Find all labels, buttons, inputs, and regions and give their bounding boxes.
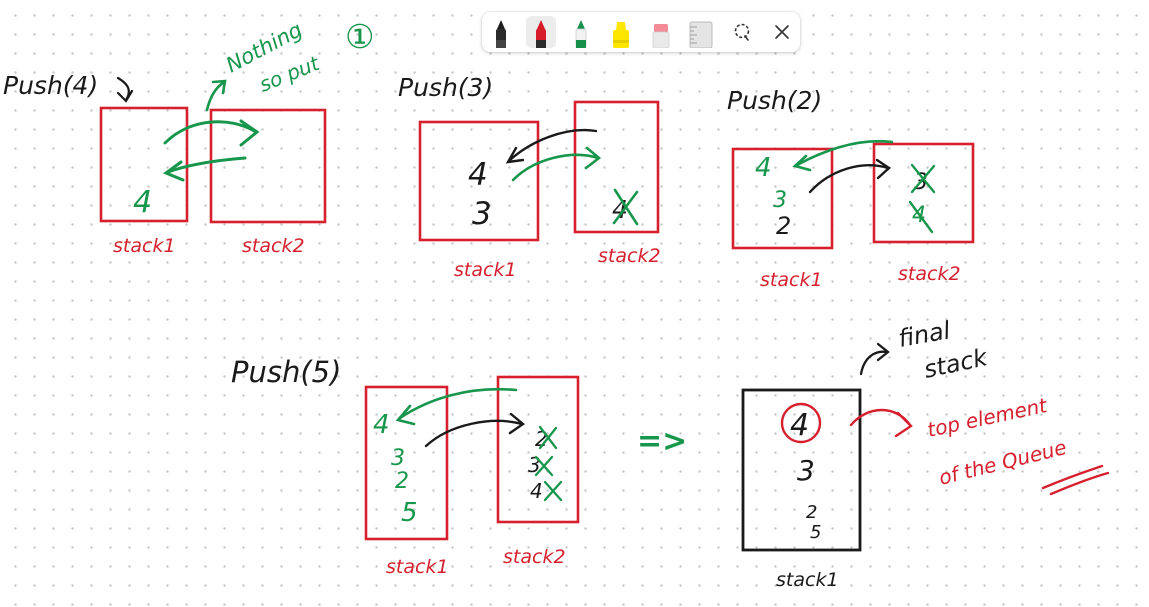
step3-stack1-label: stack1 xyxy=(760,269,823,291)
step1-stack1-label: stack1 xyxy=(113,235,176,257)
step3-stack1-value-0: 4 xyxy=(755,153,772,183)
step2-strike-mark xyxy=(612,188,639,226)
step1-note-mark: ① xyxy=(345,17,375,56)
step4-stack2-value-2: 4 xyxy=(530,479,543,503)
step4-stack2-box xyxy=(496,375,580,524)
highlighter-tool[interactable] xyxy=(606,16,636,48)
step3-stack2-label: stack2 xyxy=(898,263,961,285)
final-note-line2: stack xyxy=(921,343,990,384)
step-push-4: Push(4) 4 Nothing so put ① stack1 stack2 xyxy=(3,17,375,257)
step4-stack1-box xyxy=(364,385,449,541)
step1-stack1-box xyxy=(99,106,189,223)
inking-toolbar xyxy=(482,12,800,52)
step4-result-arrow: => xyxy=(637,424,687,459)
step4-stack1-value-1: 3 xyxy=(391,446,405,471)
step3-strike-marks xyxy=(908,163,936,234)
step-push-2: Push(2) 4 3 2 3 4 stack1 stack2 xyxy=(727,86,975,291)
step2-stack1-box xyxy=(418,120,540,242)
lasso-icon xyxy=(734,23,750,41)
ruler-tool[interactable] xyxy=(686,16,716,48)
step2-arrow-forward xyxy=(511,153,600,182)
step1-heading: Push(4) xyxy=(3,71,98,100)
ruler-icon xyxy=(689,21,713,48)
final-red-note-line2: of the Queue xyxy=(936,435,1068,490)
step3-stack2-box xyxy=(872,142,975,244)
step4-arrow-forward xyxy=(424,419,524,448)
close-toolbar-button[interactable] xyxy=(767,16,797,48)
green-pen-icon xyxy=(575,20,587,48)
step2-stack1-label: stack1 xyxy=(454,259,517,281)
close-icon xyxy=(775,25,789,39)
green-pen-tool[interactable] xyxy=(566,16,596,48)
final-note-arrow xyxy=(859,342,890,376)
final-stack: 4 3 2 5 stack1 final stack top element o… xyxy=(741,316,1110,591)
eraser-icon xyxy=(652,24,670,48)
final-value-1: 3 xyxy=(797,454,815,487)
final-underline xyxy=(1041,464,1110,496)
step4-arrow-back xyxy=(398,387,518,420)
step1-stack2-label: stack2 xyxy=(242,235,305,257)
step-push-5: Push(5) 4 3 2 5 2 3 4 => stack1 stack2 xyxy=(231,355,687,578)
black-pen-tool[interactable] xyxy=(486,16,516,48)
final-value-0: 4 xyxy=(790,408,809,443)
step3-stack1-box xyxy=(731,147,834,250)
final-value-3: 5 xyxy=(810,522,821,543)
step2-stack2-box xyxy=(573,100,660,234)
step4-stack1-value-2: 2 xyxy=(395,469,409,494)
final-stack-box xyxy=(741,388,862,552)
step4-stack1-value-0: 4 xyxy=(373,410,390,440)
step3-arrow-forward xyxy=(808,164,890,194)
step1-stack1-value: 4 xyxy=(133,185,152,220)
eraser-tool[interactable] xyxy=(646,16,676,48)
step2-stack1-value-0: 4 xyxy=(468,157,488,193)
final-stack-label: stack1 xyxy=(776,569,839,591)
step4-heading: Push(5) xyxy=(231,355,341,389)
step3-stack1-value-1: 3 xyxy=(773,188,787,213)
yellow-highlighter-icon xyxy=(613,22,629,48)
step2-heading: Push(3) xyxy=(398,73,493,102)
step1-arrow-back-to-stack1 xyxy=(166,156,247,174)
step4-stack1-label: stack1 xyxy=(386,556,449,578)
step2-arrow-back xyxy=(508,128,598,162)
step1-arrow-to-stack2 xyxy=(163,120,258,145)
step2-stack2-label: stack2 xyxy=(598,245,661,267)
final-value-2: 2 xyxy=(806,502,817,523)
step1-note-arrow xyxy=(205,79,227,112)
final-top-circle xyxy=(780,402,822,444)
step4-stack1-value-3: 5 xyxy=(401,498,418,528)
black-pen-icon xyxy=(496,20,506,48)
step3-arrow-back xyxy=(795,139,894,167)
step1-pointer-arrow xyxy=(116,76,134,103)
step3-stack1-value-2: 2 xyxy=(776,212,791,240)
red-pen-tool[interactable] xyxy=(526,16,556,48)
step3-heading: Push(2) xyxy=(727,86,822,115)
step-push-3: Push(3) 4 3 4 stack1 stack2 xyxy=(398,73,661,281)
step1-stack2-box xyxy=(209,108,327,224)
final-red-arrow xyxy=(849,408,913,438)
final-red-note-line1: top element xyxy=(925,393,1050,442)
step2-stack1-value-1: 3 xyxy=(472,196,492,232)
red-pen-icon xyxy=(536,20,546,48)
step4-stack2-label: stack2 xyxy=(503,546,566,568)
step4-strike-marks xyxy=(534,425,563,502)
final-note-line1: final xyxy=(896,316,952,353)
lasso-select-tool[interactable] xyxy=(727,16,757,48)
